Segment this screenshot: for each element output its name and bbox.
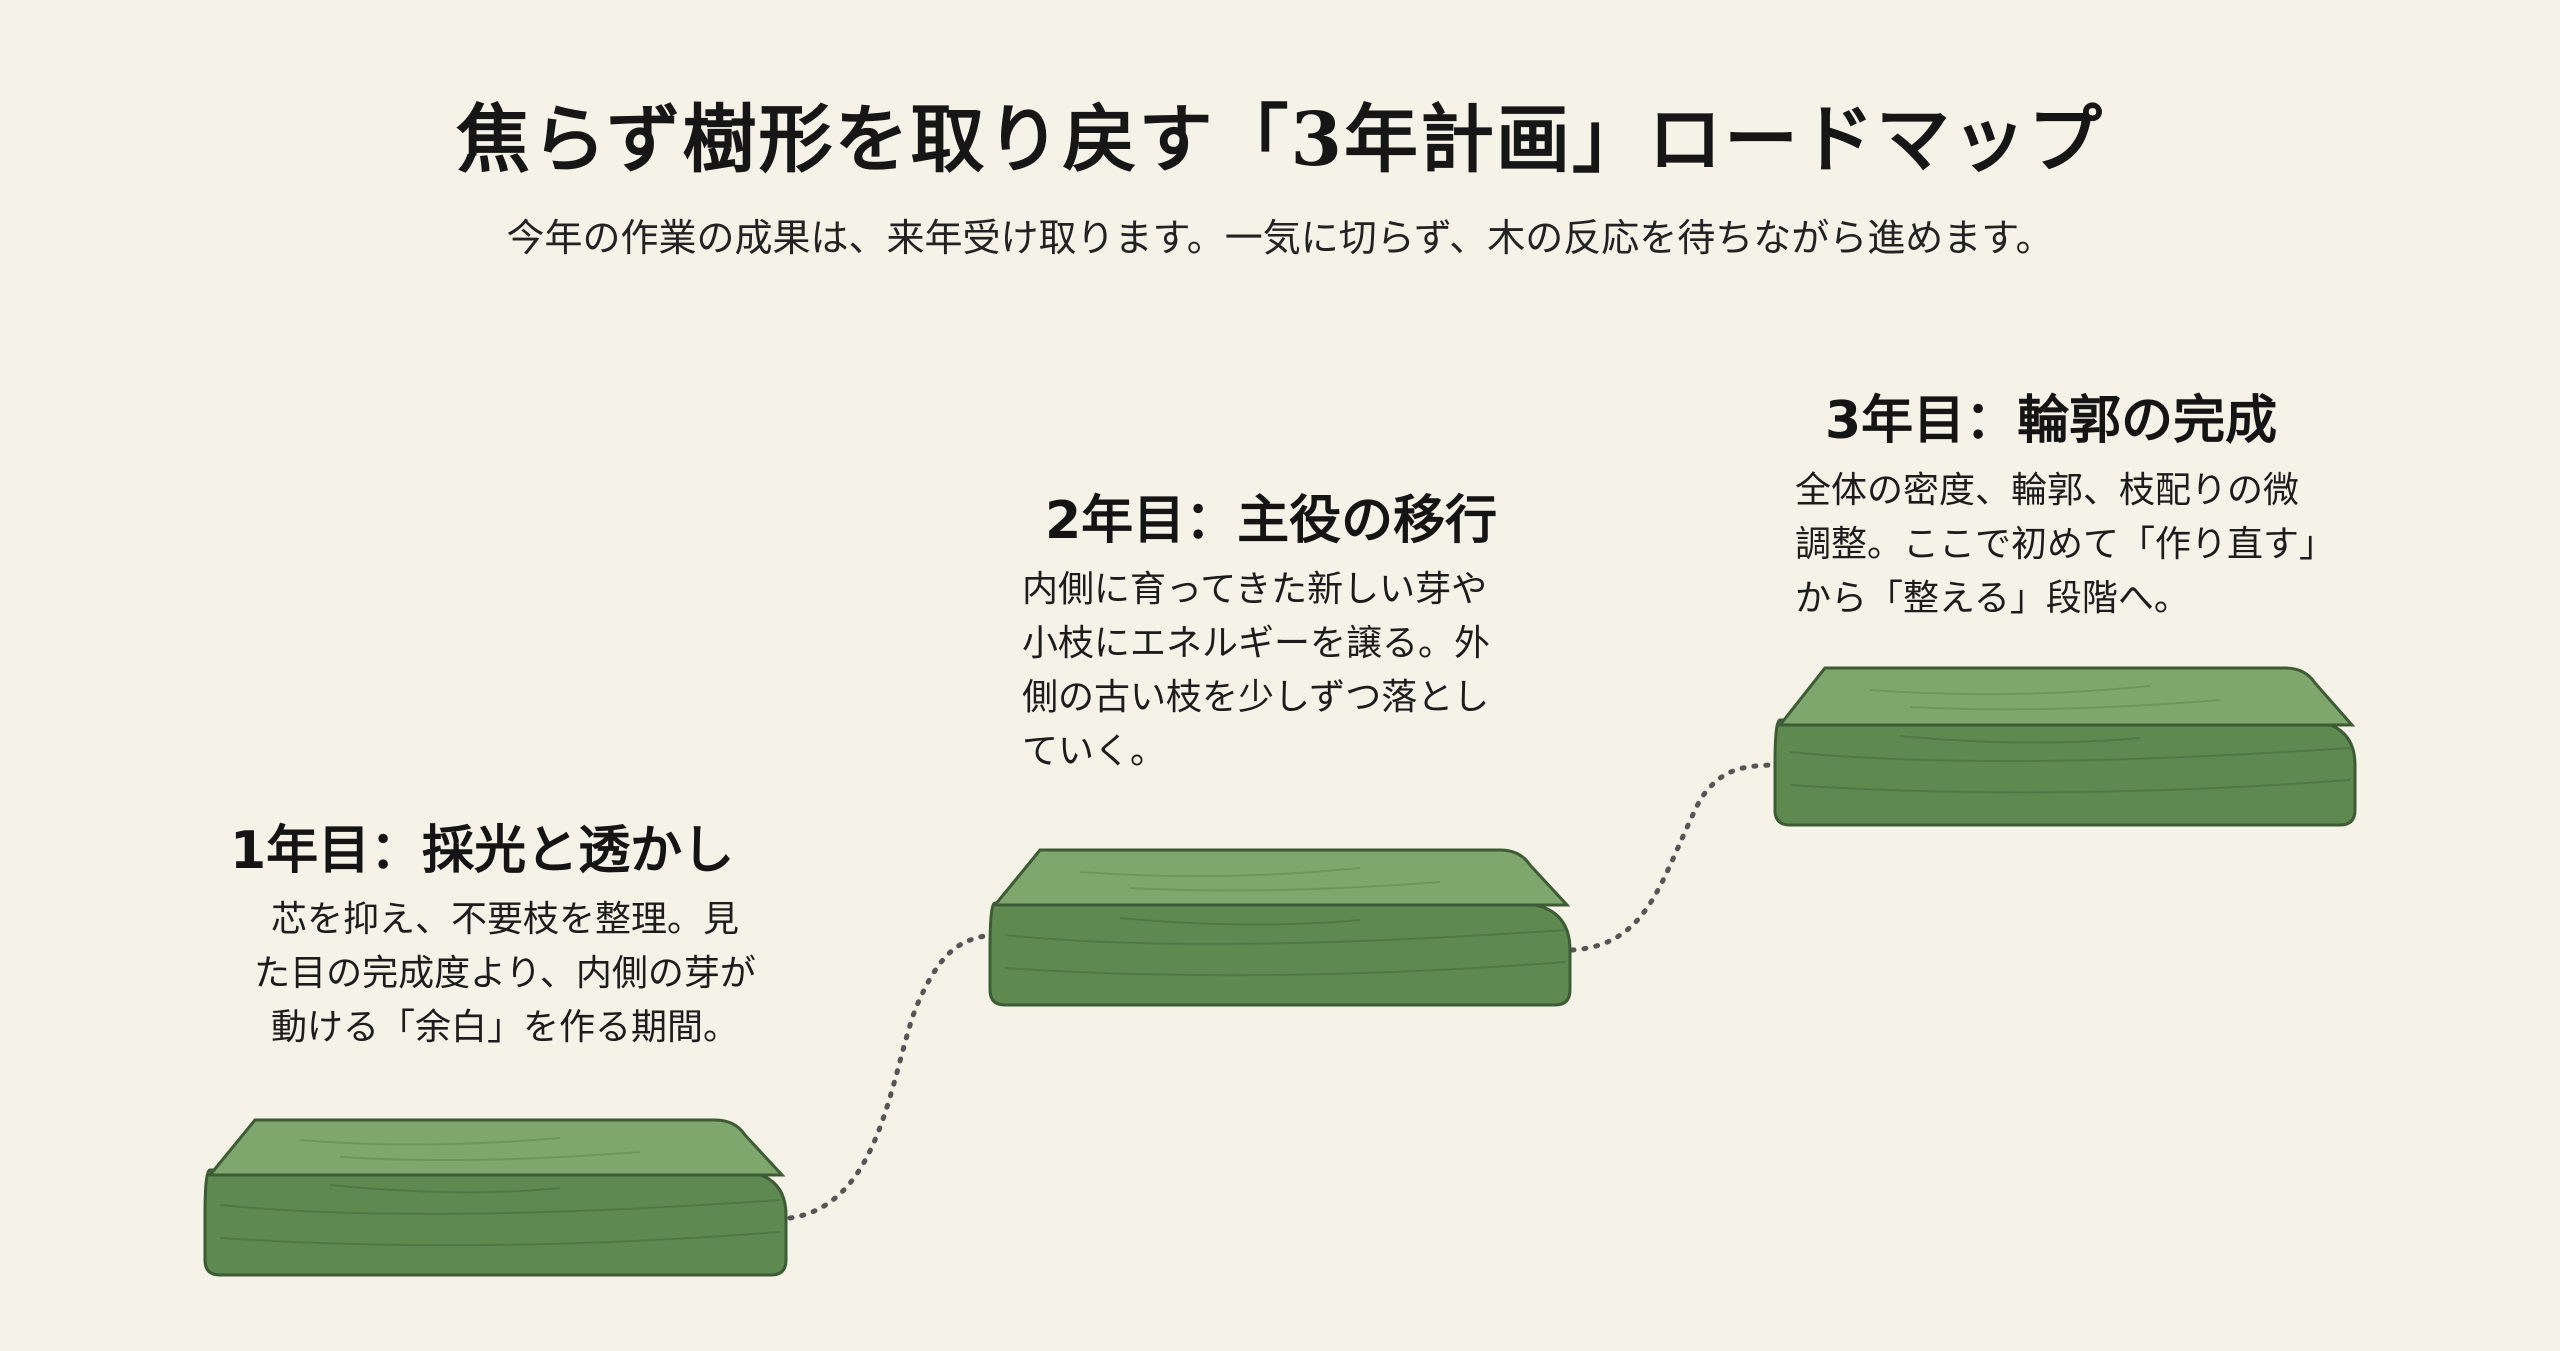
step-1-line: 動ける「余白」を作る期間。 — [270, 1007, 739, 1048]
step-title-3: 3年目：輪郭の完成 — [1825, 391, 2278, 451]
connector-1-2 — [787, 932, 993, 1221]
step-title-1: 1年目：採光と透かし — [230, 821, 735, 881]
step-block-1 — [203, 1118, 788, 1277]
step-1-line: た目の完成度より、内側の芽が — [254, 953, 756, 994]
page-subtitle: 今年の作業の成果は、来年受け取ります。一気に切らず、木の反応を待ちながら進めます… — [506, 216, 2054, 260]
step-description-2: 内側に育ってきた新しい芽や 小枝にエネルギーを譲る。外 側の古い枝を少しずつ落と… — [1022, 563, 1562, 779]
step-block-2 — [988, 848, 1572, 1007]
step-description-1: 芯を抑え、不要枝を整理。見 た目の完成度より、内側の芽が 動ける「余白」を作る期… — [215, 893, 795, 1055]
connector-2-3 — [1569, 762, 1775, 953]
step-title-2: 2年目：主役の移行 — [1045, 491, 1498, 551]
step-description-3: 全体の密度、輪郭、枝配りの微 調整。ここで初めて「作り直す」 から「整える」段階… — [1795, 464, 2395, 626]
step-2-line: 内側に育ってきた新しい芽や — [1022, 569, 1488, 610]
step-block-3 — [1773, 666, 2357, 827]
step-3-line: 全体の密度、輪郭、枝配りの微 — [1795, 470, 2300, 511]
step-1-line: 芯を抑え、不要枝を整理。見 — [270, 899, 739, 940]
step-3-line: から「整える」段階へ。 — [1795, 578, 2190, 619]
step-2-line: 側の古い枝を少しずつ落とし — [1022, 677, 1490, 718]
step-2-line: 小枝にエネルギーを譲る。外 — [1022, 623, 1491, 664]
page-title: 焦らず樹形を取り戻す「3年計画」ロードマップ — [455, 97, 2104, 183]
step-2-line: ていく。 — [1022, 731, 1167, 772]
step-3-line: 調整。ここで初めて「作り直す」 — [1795, 524, 2336, 565]
